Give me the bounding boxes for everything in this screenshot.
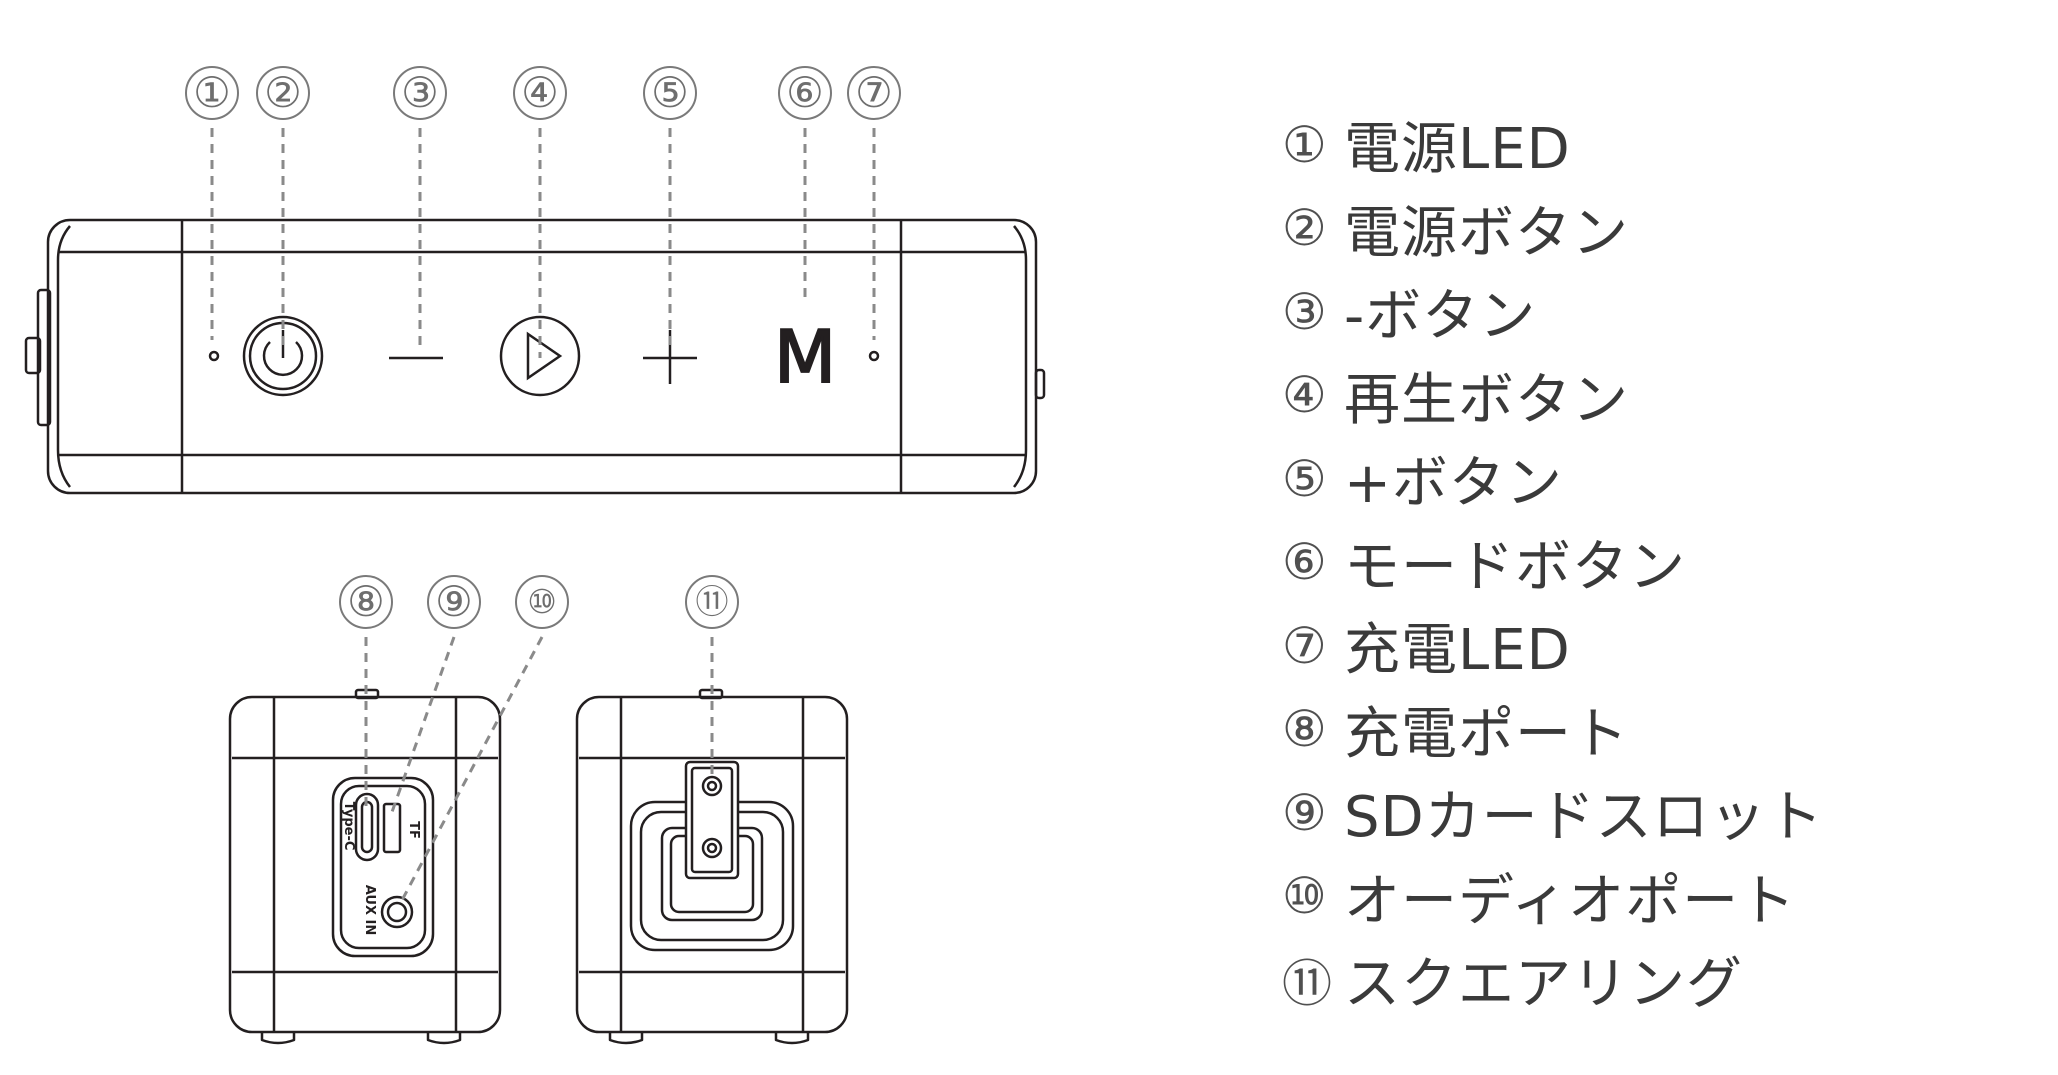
legend-item: ⑨ SDカードスロット — [1282, 771, 2042, 855]
callout-11: ⑪ — [696, 582, 729, 621]
callout-3: ③ — [401, 68, 439, 117]
callout-circle-6 — [778, 66, 832, 120]
legend-item: ⑧ 充電ポート — [1282, 688, 2042, 772]
power-led-dot — [208, 350, 220, 362]
callout-circle-5 — [643, 66, 697, 120]
legend-label: +ボタン — [1344, 451, 1563, 517]
legend-item: ④ 再生ボタン — [1282, 354, 2042, 438]
callout-circle-8 — [339, 575, 393, 629]
legend-number: ① — [1282, 115, 1328, 174]
legend-label: 充電ポート — [1344, 701, 1629, 767]
left-cap-curve — [56, 225, 71, 488]
legend-item: ⑥ モードボタン — [1282, 521, 2042, 605]
play-icon — [526, 331, 563, 381]
callout-circle-10 — [515, 575, 569, 629]
legend-label: 電源ボタン — [1344, 200, 1629, 266]
legend-item: ⑤ +ボタン — [1282, 437, 2042, 521]
screw-top — [701, 775, 723, 797]
legend-label: スクエアリング — [1344, 952, 1743, 1018]
sd-card-slot[interactable] — [382, 802, 402, 854]
legend-number: ⑥ — [1282, 533, 1328, 592]
callout-circle-9 — [427, 575, 481, 629]
play-button[interactable] — [499, 315, 581, 397]
legend-item: ③ -ボタン — [1282, 270, 2042, 354]
callout-circle-3 — [393, 66, 447, 120]
legend-item: ⑦ 充電LED — [1282, 604, 2042, 688]
callout-9: ⑨ — [435, 577, 473, 626]
callout-circle-11 — [685, 575, 739, 629]
tf-label: TF — [406, 821, 421, 839]
callout-circle-1 — [185, 66, 239, 120]
port-side-body — [228, 695, 502, 1034]
screw-bottom — [701, 837, 723, 859]
legend-label: SDカードスロット — [1344, 785, 1824, 851]
speaker-port-side — [228, 688, 502, 1045]
legend-item: ① 電源LED — [1282, 103, 2042, 187]
legend-number: ⑪ — [1282, 954, 1333, 1013]
callout-2: ② — [264, 68, 302, 117]
legend-number: ⑦ — [1282, 616, 1328, 675]
legend-label: -ボタン — [1344, 284, 1537, 350]
aux-port[interactable] — [380, 895, 414, 929]
speaker-ring-side — [575, 688, 849, 1045]
legend-number: ⑤ — [1282, 449, 1328, 508]
ring-strap — [684, 760, 740, 880]
legend-number: ⑧ — [1282, 700, 1328, 759]
legend-label: 電源LED — [1344, 117, 1571, 183]
charge-led-dot — [868, 350, 880, 362]
mode-button[interactable]: M — [773, 314, 837, 400]
callout-6: ⑥ — [786, 68, 824, 117]
legend-label: 再生ボタン — [1344, 367, 1629, 433]
callout-7: ⑦ — [855, 68, 893, 117]
legend-item: ⑩ オーディオポート — [1282, 855, 2042, 939]
control-panel: M — [208, 314, 880, 400]
legend-label: モードボタン — [1344, 534, 1686, 600]
usb-c-port[interactable] — [354, 792, 380, 862]
callout-1: ① — [193, 68, 231, 117]
speaker-diagram: M ① ② ③ ④ ⑤ ⑥ ⑦ — [24, 66, 1046, 1045]
parts-legend: ① 電源LED ② 電源ボタン ③ -ボタン ④ 再生ボタン ⑤ +ボタン ⑥ モードボ… — [1282, 103, 2042, 1022]
side-callouts: ⑧ ⑨ ⑩ ⑪ — [339, 575, 739, 905]
callout-circle-2 — [256, 66, 310, 120]
right-cap-curve — [1013, 225, 1028, 488]
leader-line-10 — [398, 636, 544, 905]
legend-item: ② 電源ボタン — [1282, 187, 2042, 271]
callout-4: ④ — [521, 68, 559, 117]
left-side-port — [24, 336, 42, 375]
speaker-top-view — [24, 218, 1046, 495]
port-panel — [331, 776, 435, 958]
power-icon — [262, 341, 304, 377]
callout-circle-7 — [847, 66, 901, 120]
callout-circle-4 — [513, 66, 567, 120]
callout-10: ⑩ — [527, 582, 557, 621]
legend-number: ⑨ — [1282, 783, 1328, 842]
legend-number: ④ — [1282, 366, 1328, 425]
callout-5: ⑤ — [651, 68, 689, 117]
legend-number: ⑩ — [1282, 867, 1328, 926]
legend-number: ② — [1282, 199, 1328, 258]
legend-label: オーディオポート — [1344, 868, 1797, 934]
left-side-bump — [36, 288, 52, 427]
legend-number: ③ — [1282, 282, 1328, 341]
speaker-body — [46, 218, 1038, 495]
legend-label: 充電LED — [1344, 618, 1571, 684]
callout-8: ⑧ — [347, 577, 385, 626]
aux-in-label: AUX IN — [362, 885, 377, 935]
top-callouts: ① ② ③ ④ ⑤ ⑥ ⑦ — [185, 66, 901, 358]
typec-label: Type-C — [341, 802, 356, 851]
